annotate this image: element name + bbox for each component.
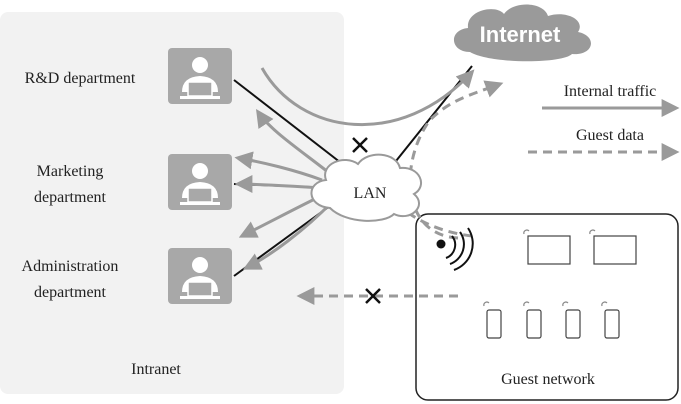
- administration-department-label-line1: Administration: [22, 258, 119, 275]
- lan-cloud: LAN: [310, 153, 422, 222]
- blocked-markers: [352, 137, 381, 304]
- legend-guest-data-label: Guest data: [576, 127, 644, 144]
- internet-label: Internet: [480, 22, 561, 47]
- phone-icon: [562, 301, 581, 339]
- wireless-ap-icon: [436, 227, 474, 271]
- laptop-icon: [523, 229, 571, 265]
- legend-internal-traffic-label: Internal traffic: [564, 83, 657, 100]
- intranet-label: Intranet: [131, 361, 181, 378]
- laptop-icon: [589, 229, 637, 265]
- administration-user-icon: [167, 247, 233, 305]
- rnd-user-icon: [167, 47, 233, 105]
- blocked-marker-internet: [352, 137, 368, 153]
- marketing-department-label-line2: department: [34, 189, 107, 206]
- guest-network-label: Guest network: [501, 371, 595, 388]
- internet-cloud: Internet: [453, 4, 591, 62]
- administration-department-label-line2: department: [34, 284, 107, 301]
- guest-network-region: [415, 213, 679, 401]
- phone-icon: [523, 301, 542, 339]
- legend: Internal traffic Guest data: [528, 83, 680, 161]
- guest-laptops: [523, 229, 637, 265]
- lan-label: LAN: [354, 185, 387, 202]
- rnd-department-label: R&D department: [25, 70, 136, 87]
- marketing-department-label-line1: Marketing: [37, 163, 104, 180]
- marketing-user-icon: [167, 153, 233, 211]
- phone-icon: [601, 301, 620, 339]
- blocked-marker-guest: [365, 288, 381, 304]
- guest-phones: [483, 301, 620, 339]
- guest-data-arrows: [296, 80, 504, 305]
- phone-icon: [483, 301, 502, 339]
